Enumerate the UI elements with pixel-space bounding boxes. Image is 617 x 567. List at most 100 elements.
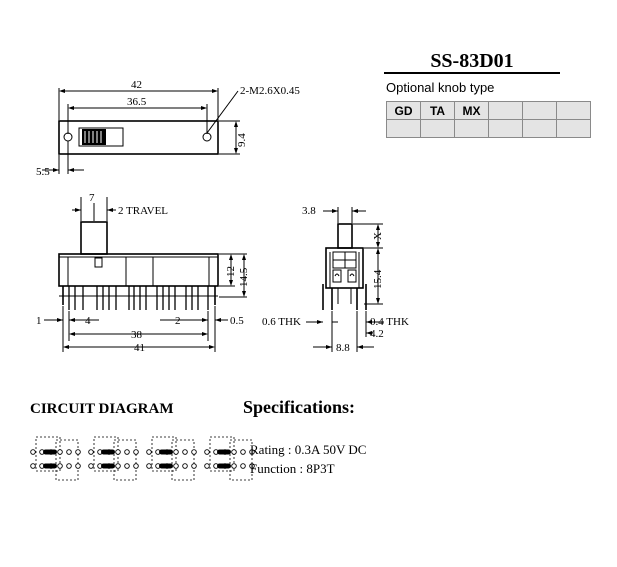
dim-pin-thk: 0.4 THK [370, 316, 409, 328]
knob-type-empty [522, 101, 557, 120]
contact-terminal [30, 449, 36, 455]
title-underline [384, 72, 560, 74]
contact-terminal [182, 449, 188, 455]
contact-terminal [191, 463, 197, 469]
contact-bridge [101, 449, 115, 455]
contact-terminal [57, 463, 63, 469]
front-body [58, 253, 219, 287]
mount-hole-right [202, 132, 212, 142]
knob-type-row [386, 119, 591, 138]
dim-row-spacing: 8.8 [336, 342, 350, 354]
knob-type-mx: MX [454, 101, 489, 120]
switch-pole-group [88, 436, 139, 481]
dim-pin-span-38: 38 [131, 329, 143, 341]
dim-pin-offset: 4.2 [370, 328, 384, 340]
front-body-window [94, 257, 103, 268]
contact-bridge [159, 449, 173, 455]
front-view: 7 2 TRAVEL 12 14.5 1 4 2 0.5 [36, 192, 250, 354]
dim-edge-offset: 5.5 [36, 166, 50, 178]
knob-type-ta: TA [420, 101, 455, 120]
contact-terminal [66, 463, 72, 469]
dim-frame-thk: 0.6 THK [262, 316, 301, 328]
contact-terminal [173, 463, 179, 469]
contact-terminal [204, 463, 210, 469]
switch-pole-group [204, 436, 255, 481]
contact-terminal [173, 449, 179, 455]
contact-bridge [101, 463, 115, 469]
contact-terminal [133, 449, 139, 455]
contact-terminal [88, 449, 94, 455]
contact-terminal [75, 463, 81, 469]
dim-travel: 2 TRAVEL [118, 205, 168, 217]
contact-terminal [115, 449, 121, 455]
dim-height-9-4: 9.4 [236, 133, 248, 147]
dim-right-margin: 0.5 [230, 315, 244, 327]
side-view: 3.8 X 15.4 0.6 THK 0.4 THK 4.2 8.8 [262, 205, 409, 354]
side-actuator [337, 223, 353, 249]
mount-hole-left [63, 132, 73, 142]
front-pins [68, 286, 209, 310]
dim-total-14-5: 14.5 [238, 267, 250, 287]
contact-terminal [124, 449, 130, 455]
dim-side-actuator: 3.8 [302, 205, 316, 217]
contact-terminal [240, 449, 246, 455]
side-contact-right [347, 269, 357, 283]
contact-terminal [231, 449, 237, 455]
top-view-knob [82, 129, 106, 145]
dim-left-margin: 1 [36, 315, 42, 327]
contact-terminal [249, 463, 255, 469]
dim-actuator-7: 7 [89, 192, 95, 204]
pole-dashed-box [229, 439, 253, 481]
knob-type-row: GD TA MX [386, 101, 591, 120]
dim-body-12: 12 [225, 266, 237, 277]
contact-bridge [217, 449, 231, 455]
knob-cell [522, 119, 557, 138]
contact-terminal [124, 463, 130, 469]
hole-note: 2-M2.6X0.45 [240, 85, 300, 97]
spec-rating: Rating : 0.3A 50V DC [250, 442, 367, 457]
top-view-body [58, 120, 219, 155]
contact-bridge [43, 463, 57, 469]
contact-terminal [204, 449, 210, 455]
knob-cell [386, 119, 421, 138]
knob-type-gd: GD [386, 101, 421, 120]
dim-side-x: X [372, 232, 384, 240]
contact-terminal [249, 449, 255, 455]
dim-overall-42: 42 [131, 79, 142, 91]
pole-dashed-box [113, 439, 137, 481]
knob-type-label: Optional knob type [386, 80, 495, 95]
contact-bridge [217, 463, 231, 469]
front-actuator [80, 221, 108, 255]
knob-cell [420, 119, 455, 138]
knob-type-empty [488, 101, 523, 120]
knob-type-table: GD TA MX [386, 101, 591, 138]
contact-terminal [146, 449, 152, 455]
contact-terminal [30, 463, 36, 469]
contact-terminal [191, 449, 197, 455]
circuit-diagram-title: CIRCUIT DIAGRAM [30, 401, 174, 417]
switch-pole-group [146, 436, 197, 481]
top-view: 42 36.5 2-M2.6X0.45 9.4 5.5 [36, 79, 300, 178]
pole-dashed-box [171, 439, 195, 481]
knob-cell [488, 119, 523, 138]
dim-overall-41: 41 [134, 342, 145, 354]
contact-terminal [88, 463, 94, 469]
contact-terminal [115, 463, 121, 469]
dim-pitch-4: 4 [85, 315, 91, 327]
contact-terminal [231, 463, 237, 469]
knob-type-empty [556, 101, 591, 120]
dim-hole-spacing: 36.5 [127, 96, 147, 108]
pole-dashed-box [55, 439, 79, 481]
specifications-title: Specifications: [243, 397, 355, 417]
top-view-slot [78, 127, 124, 147]
contact-terminal [57, 449, 63, 455]
knob-cell [454, 119, 489, 138]
contact-terminal [240, 463, 246, 469]
contact-bridge [43, 449, 57, 455]
contact-terminal [146, 463, 152, 469]
dim-pitch-2: 2 [175, 315, 181, 327]
spec-function: Function : 8P3T [250, 461, 335, 476]
contact-bridge [159, 463, 173, 469]
model-title: SS-83D01 [430, 50, 514, 72]
